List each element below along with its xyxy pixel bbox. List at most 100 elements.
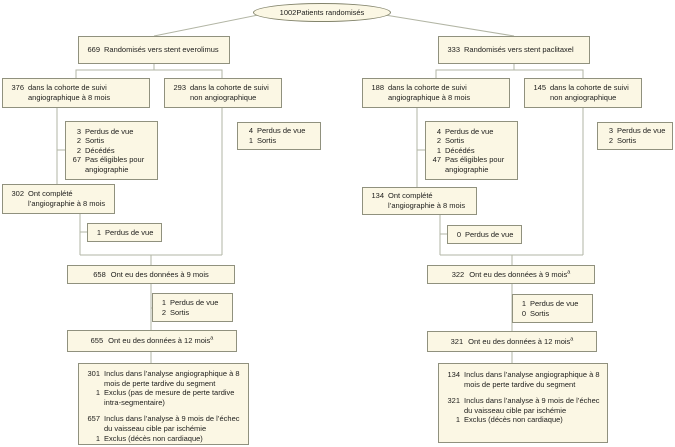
node-patients-randomized: 1002 Patients randomisés bbox=[253, 3, 391, 22]
node-label: dans la cohorte de suivi non angiographi… bbox=[550, 83, 629, 102]
node-paclitaxel-arm: 333 Randomisés vers stent paclitaxel bbox=[438, 36, 590, 64]
node-count: 4 bbox=[248, 126, 253, 136]
node-label: Pas éligibles pour angiographie bbox=[445, 155, 505, 174]
node-count: 134 bbox=[371, 191, 384, 201]
node-label: Inclus dans l’analyse angiographique à 8… bbox=[104, 369, 240, 388]
node-label: Décédés bbox=[445, 145, 475, 155]
node-paclitaxel-nonangio-dropouts: 3 Perdus de vue 2 Sortis bbox=[597, 122, 673, 150]
node-paclitaxel-analysis: 134 Inclus dans l’analyse angiographique … bbox=[438, 363, 608, 443]
node-count: 134 bbox=[447, 370, 460, 379]
node-everolimus-arm: 669 Randomisés vers stent everolimus bbox=[78, 36, 230, 64]
node-count: 302 bbox=[11, 189, 24, 199]
node-label: Randomisés vers stent paclitaxel bbox=[464, 45, 574, 55]
node-count: 1002 bbox=[279, 7, 297, 17]
node-count: 376 bbox=[11, 83, 24, 93]
node-count: 1 bbox=[95, 388, 100, 398]
node-label: Sortis bbox=[85, 136, 105, 146]
node-count: 1 bbox=[96, 227, 101, 237]
node-count: 1 bbox=[436, 145, 441, 155]
node-count: 0 bbox=[521, 308, 526, 318]
node-paclitaxel-post-angio-dropout: 0 Perdus de vue bbox=[447, 225, 522, 244]
node-count: 1 bbox=[161, 297, 166, 307]
node-label: Ont eu des données à 9 moisa bbox=[469, 269, 571, 279]
node-label: Inclus dans l’analyse angiographique à 8… bbox=[464, 370, 600, 389]
node-paclitaxel-data-12-months: 321 Ont eu des données à 12 moisa bbox=[427, 331, 597, 352]
node-paclitaxel-angio-completed: 134 Ont complété l’angiographie à 8 mois bbox=[362, 187, 477, 215]
node-count: 301 bbox=[87, 369, 100, 378]
node-count: 145 bbox=[533, 83, 546, 93]
node-count: 2 bbox=[76, 145, 81, 155]
node-count: 658 bbox=[93, 269, 106, 279]
node-everolimus-data-9-months: 658 Ont eu des données à 9 mois bbox=[67, 265, 235, 284]
node-label: Pas éligibles pour angiographie bbox=[85, 155, 145, 174]
node-count: 2 bbox=[76, 136, 81, 146]
node-everolimus-angio-completed: 302 Ont complété l’angiographie à 8 mois bbox=[2, 184, 115, 214]
node-label: Perdus de vue bbox=[530, 298, 579, 308]
node-everolimus-nonangio-dropouts: 4 Perdus de vue 1 Sortis bbox=[237, 122, 321, 150]
node-count: 1 bbox=[95, 433, 100, 443]
node-everolimus-post-angio-dropout: 1 Perdus de vue bbox=[87, 223, 162, 242]
node-label: dans la cohorte de suivi angiographique … bbox=[388, 83, 471, 102]
node-paclitaxel-dropouts-9-12: 1 Perdus de vue 0 Sortis bbox=[512, 294, 593, 323]
node-everolimus-angio-cohort: 376 dans la cohorte de suivi angiographi… bbox=[2, 78, 150, 108]
node-count: 4 bbox=[436, 126, 441, 136]
node-count: 3 bbox=[608, 126, 613, 136]
node-count: 0 bbox=[456, 229, 461, 239]
node-paclitaxel-data-9-months: 322 Ont eu des données à 9 moisa bbox=[427, 265, 595, 284]
node-count: 1 bbox=[455, 415, 460, 425]
node-label: dans la cohorte de suivi angiographique … bbox=[28, 83, 111, 102]
node-count: 655 bbox=[90, 336, 104, 346]
node-count: 321 bbox=[447, 396, 460, 406]
node-label: Perdus de vue bbox=[465, 229, 514, 239]
node-label: Ont eu des données à 12 moisa bbox=[468, 336, 574, 346]
node-label: Patients randomisés bbox=[296, 7, 365, 17]
node-label: Inclus dans l’analyse à 9 mois de l’éche… bbox=[104, 414, 240, 433]
node-label: Perdus de vue bbox=[105, 227, 154, 237]
node-label: Décédés bbox=[85, 145, 115, 155]
node-count: 657 bbox=[87, 414, 100, 424]
node-label: Ont complété l’angiographie à 8 mois bbox=[28, 189, 106, 208]
node-count: 322 bbox=[451, 269, 465, 279]
node-label: dans la cohorte de suivi non angiographi… bbox=[190, 83, 269, 102]
node-label: Sortis bbox=[530, 308, 550, 318]
node-count: 333 bbox=[447, 45, 460, 55]
node-label: Ont complété l’angiographie à 8 mois bbox=[388, 191, 466, 210]
node-paclitaxel-angio-cohort: 188 dans la cohorte de suivi angiographi… bbox=[362, 78, 510, 108]
node-label: Sortis bbox=[170, 307, 190, 317]
node-count: 293 bbox=[173, 83, 186, 93]
node-label: Exclus (décès non cardiaque) bbox=[104, 433, 203, 443]
node-label: Ont eu des données à 9 mois bbox=[110, 269, 209, 279]
node-count: 321 bbox=[450, 336, 464, 346]
node-count: 47 bbox=[432, 155, 441, 165]
node-count: 1 bbox=[248, 136, 253, 145]
node-count: 2 bbox=[608, 136, 613, 145]
node-count: 669 bbox=[87, 45, 100, 55]
node-label: Inclus dans l’analyse à 9 mois de l’éche… bbox=[464, 396, 600, 415]
node-count: 67 bbox=[72, 155, 81, 165]
node-count: 3 bbox=[76, 126, 81, 136]
node-label: Sortis bbox=[617, 136, 637, 145]
node-label: Ont eu des données à 12 moisa bbox=[108, 335, 214, 346]
node-label: Perdus de vue bbox=[170, 297, 219, 307]
node-label: Randomisés vers stent everolimus bbox=[104, 45, 219, 55]
node-label: Exclus (décès non cardiaque) bbox=[464, 415, 563, 425]
node-label: Sortis bbox=[257, 136, 277, 145]
node-everolimus-data-12-months: 655 Ont eu des données à 12 moisa bbox=[67, 330, 237, 352]
node-label: Exclus (pas de mesure de perte tardive i… bbox=[104, 388, 235, 407]
node-label: Sortis bbox=[445, 136, 465, 146]
node-label: Perdus de vue bbox=[445, 126, 494, 136]
node-label: Perdus de vue bbox=[617, 126, 666, 136]
node-count: 188 bbox=[371, 83, 384, 93]
node-label: Perdus de vue bbox=[85, 126, 134, 136]
node-paclitaxel-angio-dropouts: 4 Perdus de vue 2 Sortis 1 Décédés 47 Pas él… bbox=[425, 121, 518, 180]
node-count: 2 bbox=[436, 136, 441, 146]
node-label: Perdus de vue bbox=[257, 126, 306, 136]
node-paclitaxel-nonangio-cohort: 145 dans la cohorte de suivi non angiogr… bbox=[524, 78, 642, 108]
node-count: 1 bbox=[521, 298, 526, 308]
node-everolimus-analysis: 301 Inclus dans l’analyse angiographique … bbox=[78, 363, 249, 445]
node-everolimus-nonangio-cohort: 293 dans la cohorte de suivi non angiogr… bbox=[164, 78, 282, 108]
